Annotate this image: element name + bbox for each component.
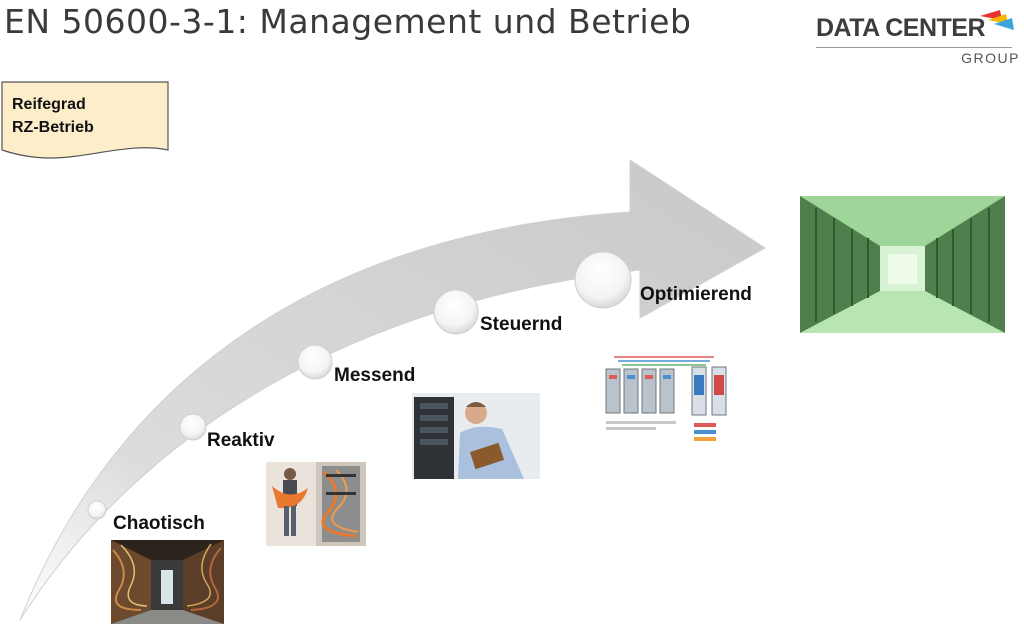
stage-label-messend: Messend — [334, 365, 415, 387]
engineer-tablet-photo — [412, 393, 540, 479]
stage-label-chaotisch: Chaotisch — [113, 513, 205, 535]
stage-label-steuernd: Steuernd — [480, 314, 562, 336]
stage-label-optimierend: Optimierend — [640, 284, 752, 306]
rack-monitoring-diagram — [594, 345, 734, 455]
stage-marker-5 — [575, 252, 631, 308]
stage-marker-1 — [88, 501, 106, 519]
cable-chaos-photo — [111, 540, 224, 624]
technician-cables-photo — [266, 462, 366, 546]
stage-marker-3 — [298, 345, 332, 379]
stage-marker-2 — [180, 414, 206, 440]
stage-marker-4 — [434, 290, 478, 334]
server-hall-photo — [800, 196, 1005, 333]
stage-label-reaktiv: Reaktiv — [207, 430, 275, 452]
